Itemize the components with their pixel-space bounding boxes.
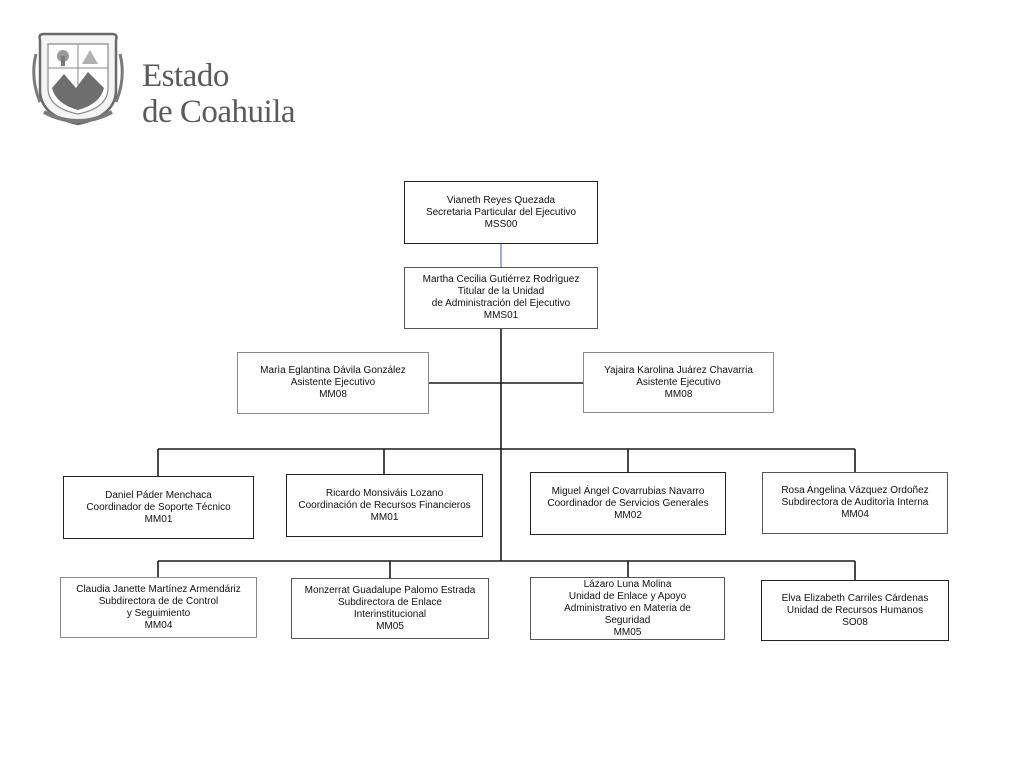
brand-line-2: de Coahuila: [142, 94, 296, 130]
node-code: MM05: [613, 626, 642, 638]
node-code: MMS01: [483, 310, 519, 321]
node-title: Coordinador de Servicios Generales: [547, 497, 709, 509]
org-node-secretaria-particular: Vianeth Reyes Quezada Secretaria Particu…: [404, 181, 598, 244]
node-title: de Administración del Ejecutivo: [431, 298, 571, 309]
node-name: Ricardo Monsiváis Lozano: [325, 487, 444, 499]
node-title: Coordinación de Recursos Financieros: [298, 499, 471, 511]
org-node-soporte-tecnico: Daniel Páder Menchaca Coordinador de Sop…: [63, 476, 254, 539]
org-node-asistente-1: Marìa Eglantina Dávila González Asistent…: [237, 352, 429, 414]
org-node-servicios-generales: Miguel Ángel Covarrubias Navarro Coordin…: [530, 472, 726, 535]
brand-line-1: Estado: [142, 58, 229, 94]
org-node-recursos-humanos: Elva Elizabeth Carriles Cárdenas Unidad …: [761, 580, 949, 641]
node-title: y Seguimiento: [126, 607, 191, 619]
node-title: Asistente Ejecutivo: [636, 376, 721, 388]
node-code: MM04: [144, 619, 173, 631]
node-name: Elva Elizabeth Carriles Cárdenas: [781, 592, 929, 604]
node-name: Lázaro Luna Molina: [583, 578, 672, 590]
node-title: Subdirectora de de Control: [98, 595, 219, 607]
node-title: Asistente Ejecutivo: [290, 377, 376, 388]
coahuila-seal-logo: [32, 32, 124, 126]
node-title: Titular de la Unidad: [457, 286, 545, 297]
brand-title: Estado de Coahuila: [142, 58, 296, 130]
node-code: SO08: [842, 616, 868, 628]
node-name: Yajaira Karolina Juárez Chavarria: [604, 364, 753, 376]
node-title: Unidad de Recursos Humanos: [786, 604, 924, 616]
node-code: MM01: [370, 511, 399, 523]
node-code: MM08: [664, 388, 693, 400]
node-name: Claudia Janette Martínez Armendáriz: [76, 583, 241, 595]
node-title: Secretaria Particular del Ejecutivo: [425, 206, 577, 218]
node-title: Administrativo en Materia de: [564, 602, 691, 614]
node-title: Subdirectora de Auditorìa Interna: [781, 497, 929, 508]
node-name: Monzerrat Guadalupe Palomo Estrada: [304, 584, 476, 596]
node-name: Miguel Ángel Covarrubias Navarro: [551, 485, 705, 497]
org-node-enlace-interinstitucional: Monzerrat Guadalupe Palomo Estrada Subdi…: [291, 578, 489, 639]
node-code: MM02: [614, 509, 642, 521]
org-node-titular-unidad: Martha Cecilia Gutiérrez Rodrìguez Titul…: [404, 267, 598, 329]
node-name: Marìa Eglantina Dávila González: [260, 365, 406, 376]
node-title: Subdirectora de Enlace: [338, 596, 442, 608]
org-node-recursos-financieros: Ricardo Monsiváis Lozano Coordinación de…: [286, 474, 483, 537]
node-name: Vianeth Reyes Quezada: [446, 194, 556, 206]
node-name: Rosa Angelina Vázquez Ordoñez: [781, 485, 929, 496]
org-node-enlace-seguridad: Lázaro Luna Molina Unidad de Enlace y Ap…: [530, 577, 725, 640]
org-node-control-seguimiento: Claudia Janette Martínez Armendáriz Subd…: [60, 577, 257, 638]
node-title: Unidad de Enlace y Apoyo: [568, 590, 687, 602]
node-title: Interinstitucional: [353, 608, 427, 620]
node-code: MM08: [319, 389, 347, 400]
node-code: MSS00: [484, 218, 518, 230]
node-name: Martha Cecilia Gutiérrez Rodrìguez: [422, 274, 580, 285]
org-node-auditoria-interna: Rosa Angelina Vázquez Ordoñez Subdirecto…: [762, 472, 948, 534]
node-code: MM01: [144, 513, 173, 525]
node-name: Daniel Páder Menchaca: [105, 489, 212, 501]
node-title: Seguridad: [604, 614, 651, 626]
org-node-asistente-2: Yajaira Karolina Juárez Chavarria Asiste…: [583, 352, 774, 413]
node-title: Coordinador de Soporte Técnico: [86, 501, 231, 513]
node-code: MM05: [376, 620, 404, 632]
node-code: MM04: [841, 509, 869, 520]
